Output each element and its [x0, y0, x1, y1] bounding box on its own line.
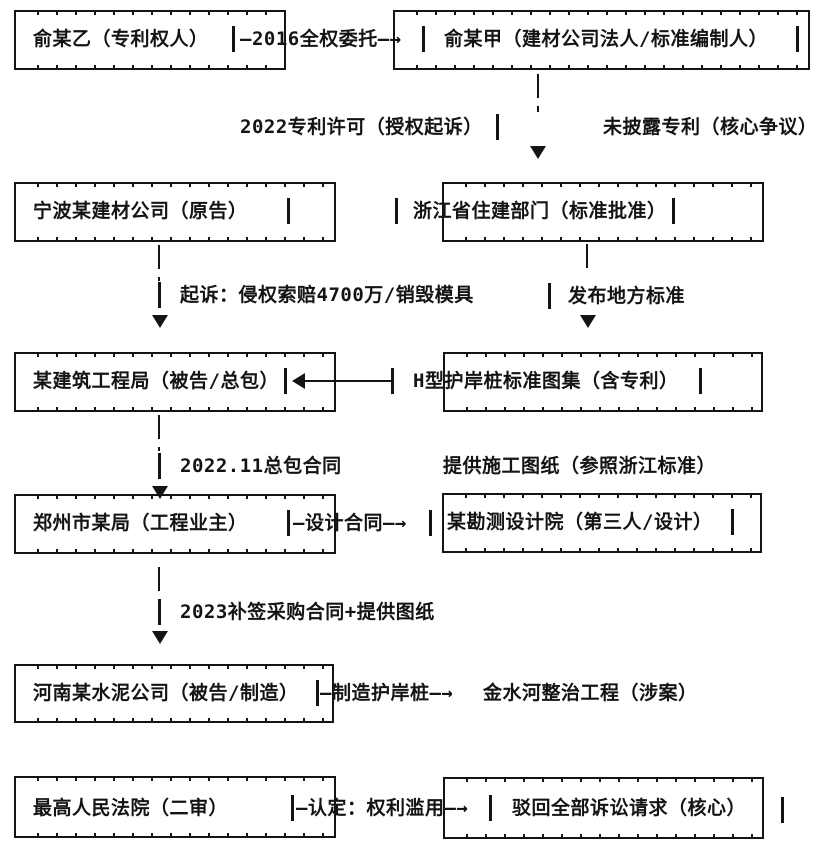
arrow-down-icon-license: [530, 146, 546, 159]
arrow-down-icon-sue: [152, 315, 168, 328]
node-label-patent-owner: 俞某乙（专利权人）: [33, 28, 209, 50]
edge-label-procure: 2023补签采购合同+提供图纸: [180, 601, 435, 623]
edge-label-entrust: —2016全权委托—→: [240, 28, 402, 50]
vline-sue: [158, 245, 160, 281]
vbar-zhejiang-right: [672, 198, 675, 224]
vbar-zhejiang-left: [395, 198, 398, 224]
node-label-zhengzhou: 郑州市某局（工程业主）: [33, 512, 248, 534]
node-label-ningbo: 宁波某建材公司（原告）: [33, 200, 248, 222]
vbar-tuji-right: [699, 368, 702, 394]
vbar-tuji-left: [391, 368, 394, 394]
vline-license: [537, 74, 539, 112]
node-box-result: [443, 777, 764, 839]
vbar-procure: [158, 599, 161, 625]
node-label-sheji: 某勘测设计院（第三人/设计）: [447, 511, 713, 533]
node-box-ningbo: [14, 182, 336, 242]
vbar-gongchengju: [284, 368, 287, 394]
vline-publish: [586, 244, 588, 276]
edge-label-ruling: —认定：权利滥用—→: [296, 797, 469, 819]
node-label-court: 最高人民法院（二审）: [33, 797, 229, 819]
node-box-zhengzhou: [14, 494, 336, 554]
vbar-result-right: [781, 797, 784, 823]
vbar-contract: [158, 453, 161, 479]
vbar-publish: [548, 283, 551, 309]
node-label-yu-jia: 俞某甲（建材公司法人/标准编制人）: [444, 28, 768, 50]
vbar-court: [291, 795, 294, 821]
node-label-henan: 河南某水泥公司（被告/制造）: [33, 682, 299, 704]
node-box-sheji: [442, 493, 762, 553]
edge-label-publish: 发布地方标准: [568, 285, 686, 307]
edge-label-manufacture: —制造护岸桩—→: [320, 682, 454, 704]
vbar-yu-jia-right: [796, 26, 799, 52]
edge-label-design: —设计合同—→: [293, 512, 407, 534]
node-box-gongchengju: [14, 352, 336, 412]
vbar-result-left: [489, 795, 492, 821]
node-label-jinshui: 金水河整治工程（涉案）: [483, 682, 698, 704]
edge-label-undisclosed: 未披露专利（核心争议）: [603, 116, 818, 138]
vbar-license: [496, 114, 499, 140]
node-label-zhejiang: 浙江省住建部门（标准批准）: [413, 200, 667, 222]
arrow-left-icon-standard: [292, 373, 305, 389]
node-label-result: 驳回全部诉讼请求（核心）: [512, 797, 747, 819]
node-box-court: [14, 776, 336, 838]
node-box-yu-jia: [393, 10, 810, 70]
node-label-gongchengju: 某建筑工程局（被告/总包）: [33, 370, 279, 392]
node-box-zhejiang: [442, 182, 764, 242]
node-box-patent-owner: [14, 10, 286, 70]
node-label-tuji: H型护岸桩标准图集（含专利）: [413, 370, 679, 392]
vbar-sue: [158, 282, 161, 308]
vbar-ningbo: [287, 198, 290, 224]
vbar-zhengzhou: [287, 510, 290, 536]
node-box-henan: [14, 664, 334, 723]
edge-label-sue: 起诉：侵权索赔4700万/销毁模具: [180, 284, 474, 306]
vbar-yu-jia-left: [422, 26, 425, 52]
vline-procure: [158, 567, 160, 603]
arrow-down-icon-publish: [580, 315, 596, 328]
node-box-tuji: [443, 352, 763, 412]
arrow-down-icon-procure: [152, 631, 168, 644]
edge-label-contract: 2022.11总包合同: [180, 455, 342, 477]
edge-label-drawings: 提供施工图纸（参照浙江标准）: [443, 455, 717, 477]
vbar-patent-owner: [232, 26, 235, 52]
vbar-sheji-right: [731, 509, 734, 535]
edge-line-standard: [303, 380, 392, 382]
vline-contract: [158, 415, 160, 451]
vbar-sheji-left: [429, 510, 432, 536]
edge-label-license: 2022专利许可（授权起诉）: [240, 116, 483, 138]
vbar-henan: [316, 680, 319, 706]
